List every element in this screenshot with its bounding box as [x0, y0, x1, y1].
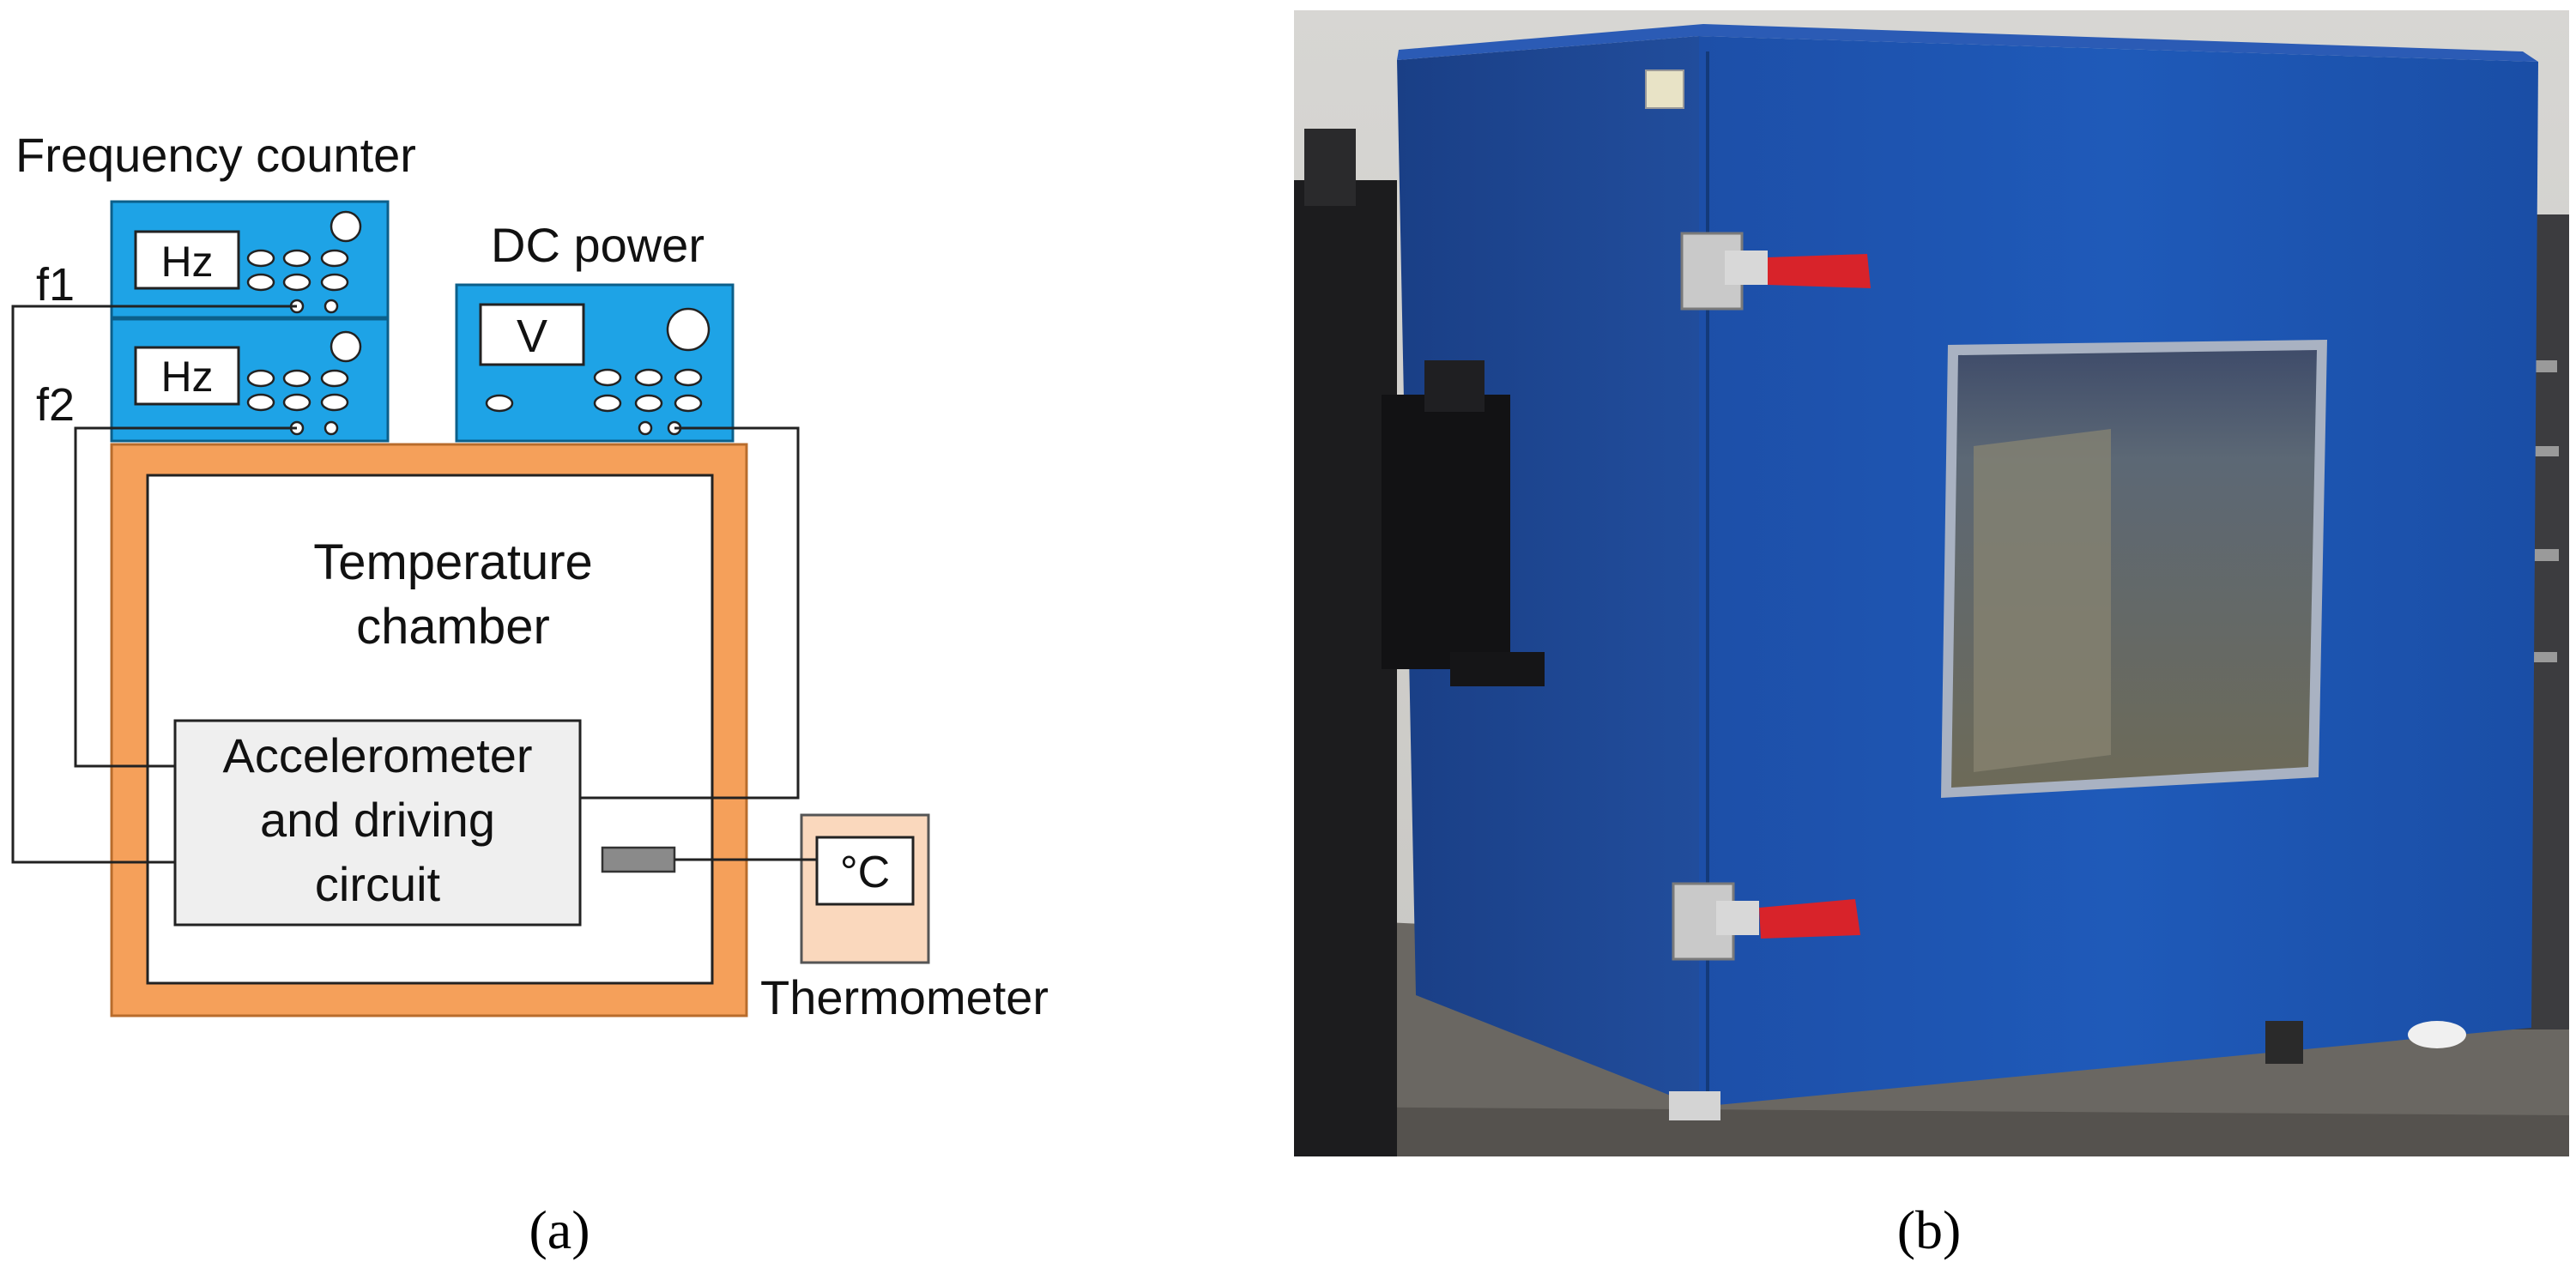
- hz-display-2: [134, 346, 240, 406]
- dc-power-label: DC power: [491, 218, 704, 272]
- thermometer-display: [815, 836, 915, 906]
- wiring: [11, 305, 817, 864]
- chamber-photo: [1294, 10, 2569, 1156]
- hz-display-2-label: Hz: [160, 353, 213, 401]
- chamber-label-line1: Temperature: [313, 534, 593, 590]
- left-equipment: [1294, 180, 1397, 1156]
- accelerometer-circuit-box: Accelerometer and driving circuit: [173, 719, 582, 927]
- caption-b: (b): [1897, 1199, 1962, 1260]
- hz-display-1: [134, 230, 240, 290]
- dc-power-wire: [580, 426, 800, 800]
- temperature-sensor-probe: [601, 846, 676, 873]
- accel-label-line1: Accelerometer: [222, 728, 532, 782]
- chamber-side-face: [1397, 36, 1699, 1107]
- side-knob-assembly: [1382, 360, 1545, 686]
- dc-power-keypad: [485, 307, 711, 436]
- frequency-counter-1: Hz: [110, 200, 390, 319]
- frequency-counter-label: Frequency counter: [15, 128, 416, 182]
- chamber-label-line2: chamber: [356, 599, 550, 655]
- volt-display-label: V: [517, 311, 547, 362]
- thermometer: °C: [800, 813, 930, 964]
- schematic-panel: Frequency counter Hz Hz: [11, 128, 1049, 1024]
- hz-display-1-label: Hz: [160, 238, 213, 286]
- volt-display: [479, 303, 585, 366]
- chamber-foot-left: [1669, 1091, 1720, 1120]
- latch-top: [1680, 232, 1871, 311]
- frequency-counter-2: Hz: [110, 317, 390, 443]
- sticker: [1645, 69, 1684, 109]
- f2-label: f2: [36, 379, 75, 431]
- f2-wire: [74, 426, 297, 768]
- accel-label-line2: and driving: [260, 793, 495, 847]
- dc-power-supply: V: [455, 283, 735, 443]
- latch-bottom: [1672, 882, 1860, 961]
- accel-label-line3: circuit: [315, 857, 441, 911]
- thermometer-display-label: °C: [840, 848, 890, 897]
- counter-1-keypad: [246, 210, 362, 314]
- f1-wire: [11, 305, 297, 864]
- counter-2-keypad: [246, 330, 362, 436]
- caption-a: (a): [529, 1199, 590, 1260]
- f1-label: f1: [36, 259, 75, 311]
- thermometer-label: Thermometer: [760, 970, 1049, 1024]
- chamber-window: [1941, 340, 2327, 798]
